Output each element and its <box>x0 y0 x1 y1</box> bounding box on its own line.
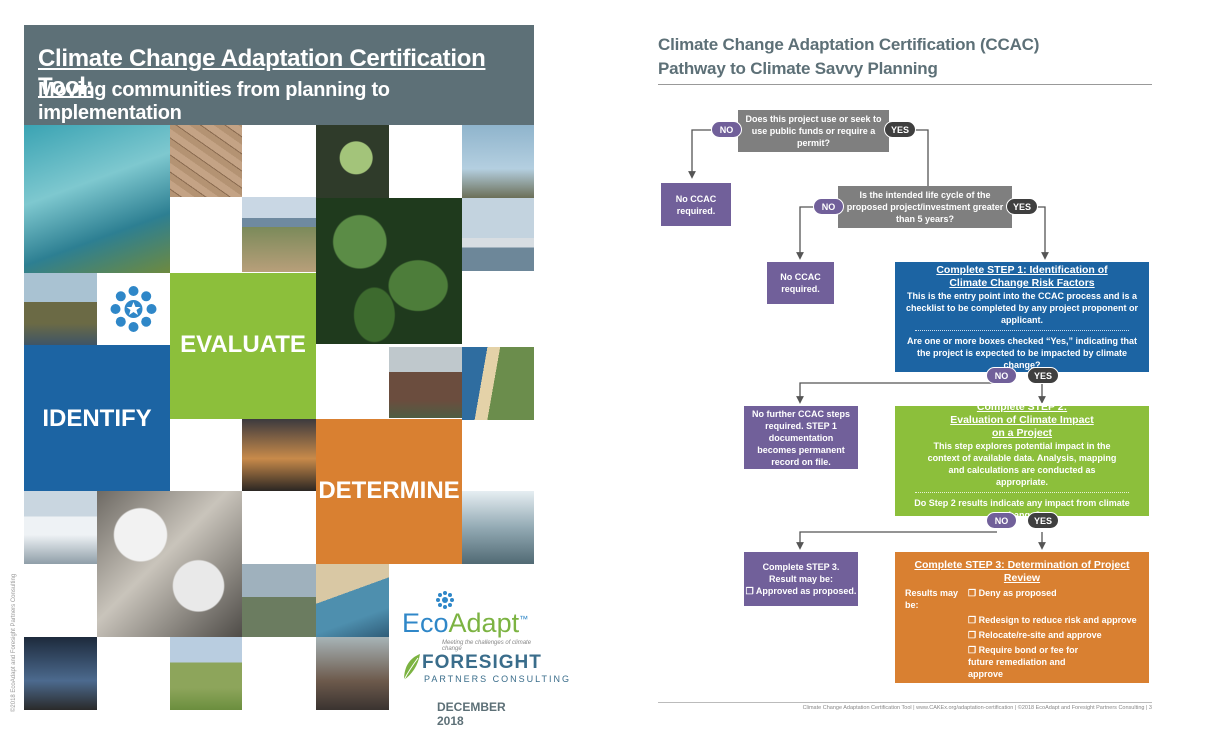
no-further-text: No further CCAC steps required. STEP 1 d… <box>752 408 851 467</box>
step3-box: Complete STEP 3: Determination of Projec… <box>895 552 1149 718</box>
q2-yes-pill: YES <box>1006 198 1038 215</box>
beach-aerial-photo <box>316 564 389 637</box>
evaluate-tile: EVALUATE <box>170 273 316 419</box>
step1-body: This is the entry point into the CCAC pr… <box>905 290 1139 325</box>
page-footer: Climate Change Adaptation Certification … <box>802 705 1152 711</box>
determine-tile: DETERMINE <box>316 419 462 564</box>
cover-date: DECEMBER 2018 <box>437 700 506 728</box>
footer-divider <box>658 702 1152 703</box>
ecoadapt-wordmark: EcoAdapt™ <box>402 608 529 638</box>
cover-title: Climate Change Adaptation Certification … <box>38 45 486 100</box>
step3-results: Results may be: ❐ Deny as proposed ❐ Red… <box>895 587 1149 719</box>
step2-body: This step explores potential impact in t… <box>927 441 1117 487</box>
no-further-box: No further CCAC steps required. STEP 1 d… <box>744 406 858 469</box>
step2-title: Complete STEP 2: Evaluation of Climate I… <box>950 401 1094 439</box>
step2-box: Complete STEP 2: Evaluation of Climate I… <box>895 401 1149 520</box>
q1-no-pill: NO <box>711 121 742 138</box>
heron-photo <box>242 564 316 637</box>
cracked-earth-photo <box>170 125 242 197</box>
no-ccac-box-2: No CCAC required. <box>767 262 834 304</box>
step3-results-label: Results may be: <box>905 588 959 610</box>
step3-approved-box: Complete STEP 3. Result may be: ❐ Approv… <box>744 552 858 606</box>
cover-title-bar: Climate Change Adaptation Certification … <box>24 25 534 125</box>
determine-label: DETERMINE <box>318 477 460 504</box>
cover-subtitle: Moving communities from planning to impl… <box>38 79 390 124</box>
step1-box: Complete STEP 1: Identification of Clima… <box>895 262 1149 372</box>
question-life-cycle: Is the intended life cycle of the propos… <box>838 186 1012 228</box>
step2-divider <box>915 492 1129 493</box>
step3-option: ❐ Require bond or fee for future remedia… <box>968 645 1079 679</box>
lotus-photo <box>316 125 389 198</box>
snowy-mountain-photo <box>24 491 97 564</box>
identify-tile: IDENTIFY <box>24 345 170 491</box>
leaf-icon <box>403 654 420 681</box>
street-crowd-photo <box>316 637 389 710</box>
question-public-funds-text: Does this project use or seek to use pub… <box>745 114 882 148</box>
step1-yes-pill: YES <box>1027 367 1059 384</box>
step2-yes-pill: YES <box>1027 512 1059 529</box>
marsh-photo <box>170 637 242 710</box>
construction-photo <box>462 125 534 198</box>
sunset-photo <box>242 419 316 491</box>
step1-no-pill: NO <box>986 367 1017 384</box>
identify-label: IDENTIFY <box>42 405 152 432</box>
ecoadapt-logo-icon <box>436 591 454 609</box>
foresight-subtitle: PARTNERS CONSULTING <box>424 674 572 684</box>
step2-no-pill: NO <box>986 512 1017 529</box>
flowchart-title-line1: Climate Change Adaptation Certification … <box>658 35 1040 54</box>
no-ccac-text-1: No CCAC required. <box>675 193 717 216</box>
step3-option: ❐ Approve with signatures indicating inf… <box>968 684 1100 718</box>
foresight-logo: FORESIGHT PARTNERS CONSULTING <box>400 650 569 686</box>
q2-no-pill: NO <box>813 198 844 215</box>
flowchart-title-line2: Pathway to Climate Savvy Planning <box>658 59 938 78</box>
no-ccac-box-1: No CCAC required. <box>661 183 731 226</box>
evaluate-label: EVALUATE <box>180 331 306 358</box>
planning-meeting-photo <box>97 491 242 637</box>
step3-approved-line2: Result may be: <box>768 574 834 584</box>
valley-photo <box>242 197 316 272</box>
coast-aerial-photo <box>462 347 534 420</box>
step1-question: Are one or more boxes checked “Yes,” ind… <box>906 335 1138 370</box>
snowy-road-photo <box>462 491 534 564</box>
ecoadapt-emblem <box>97 273 170 345</box>
houses-photo <box>389 347 462 418</box>
cyclist-photo <box>24 637 97 710</box>
q1-yes-pill: YES <box>884 121 916 138</box>
step3-approved-line3: ❐ Approved as proposed. <box>745 586 857 596</box>
ecoadapt-emblem-icon <box>110 286 157 332</box>
report-cover: Climate Change Adaptation Certification … <box>24 25 569 728</box>
step2-question: Do Step 2 results indicate any impact fr… <box>914 498 1130 520</box>
ecoadapt-tagline: Meeting the challenges of climate change <box>442 640 532 652</box>
step3-title: Complete STEP 3: Determination of Projec… <box>914 559 1130 584</box>
step3-option: ❐ Redesign to reduce risk and approve <box>968 615 1137 625</box>
leaves-photo <box>316 198 462 344</box>
step1-divider <box>915 329 1129 331</box>
title-divider <box>658 84 1152 85</box>
step1-title: Complete STEP 1: Identification of Clima… <box>936 263 1108 289</box>
ferry-photo <box>462 198 534 271</box>
ocean-photo <box>24 125 170 273</box>
wetland-photo <box>24 273 97 345</box>
step3-option: ❐ Deny as proposed <box>968 588 1057 598</box>
step3-approved-line1: Complete STEP 3. <box>762 562 840 572</box>
step3-option: ❐ Relocate/re-site and approve <box>968 630 1102 640</box>
no-ccac-text-2: No CCAC required. <box>780 272 821 294</box>
question-public-funds: Does this project use or seek to use pub… <box>738 110 889 152</box>
foresight-name: FORESIGHT <box>422 652 542 673</box>
question-life-cycle-text: Is the intended life cycle of the propos… <box>846 190 1004 224</box>
